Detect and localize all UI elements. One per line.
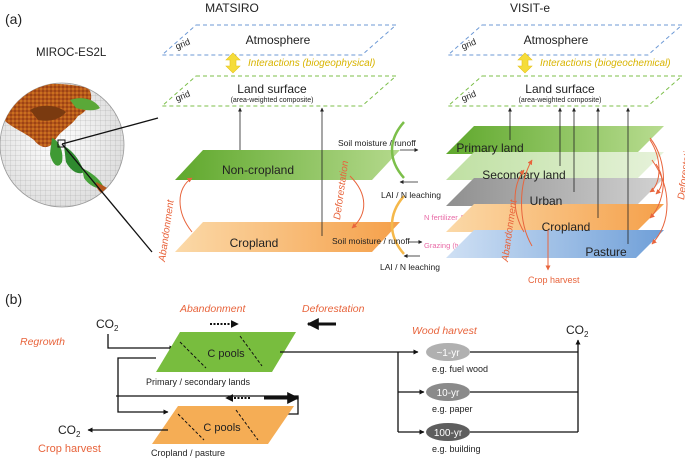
co2-top-left: CO2 (96, 317, 119, 333)
matsiro-grid-label-top: grid (174, 37, 192, 52)
pool-100yr-example: e.g. building (432, 444, 481, 454)
wood-harvest-label: Wood harvest (412, 325, 478, 337)
co2-crop-harvest: CO2 (58, 423, 81, 439)
visit-land-surface-label: Land surface (525, 82, 595, 96)
visit-interaction-arrow (517, 52, 533, 74)
pool-10yr: 10-yr (426, 383, 470, 401)
b-crop-harvest-label: Crop harvest (38, 443, 101, 455)
matsiro-noncropland-label: Non-cropland (222, 163, 294, 177)
regrowth-label: Regrowth (20, 336, 65, 348)
cropland-pasture-label: Cropland / pasture (151, 448, 225, 458)
visit-atmosphere-layer (446, 24, 684, 56)
pool-1yr: ~1-yr (426, 343, 470, 361)
visit-cropland-label: Cropland (542, 220, 591, 234)
n-fertilizer-label: N fertilizer & legume (424, 213, 492, 222)
co2-right: CO2 (566, 323, 589, 339)
primary-secondary-label: Primary / secondary lands (146, 377, 251, 387)
visit-primary-label: Primary land (456, 141, 523, 155)
visit-title: VISIT-e (510, 1, 550, 15)
pool-100yr-shape (426, 423, 470, 441)
pool-100yr-label: 100-yr (434, 428, 463, 439)
visit-pasture-label: Pasture (585, 245, 627, 259)
matsiro-noncropland-plane (175, 150, 400, 180)
soil-runoff-bottom: Soil moisture / runoff (332, 236, 410, 246)
globe-label: MIROC-ES2L (36, 47, 107, 59)
matsiro-atmosphere-layer (160, 24, 398, 56)
visit-crop-harvest-label: Crop harvest (528, 275, 580, 285)
grazing-label: Grazing (turnover) (424, 241, 485, 250)
lai-bottom: LAI / N leaching (380, 262, 440, 272)
matsiro-abandonment-label: Abandonment (157, 198, 177, 263)
matsiro-interaction-arrow (225, 52, 241, 74)
matsiro-cropland-plane (175, 222, 400, 252)
b-top-cpools-plane (156, 332, 296, 372)
visit-cropland-plane (446, 204, 664, 232)
visit-pasture-plane (446, 230, 664, 258)
lai-top: LAI / N leaching (381, 190, 441, 200)
visit-primary-plane (446, 126, 664, 154)
visit-land-surface-layer (446, 75, 684, 107)
pool-1yr-shape (426, 343, 470, 361)
pool-10yr-shape (426, 383, 470, 401)
matsiro-cropland-label: Cropland (230, 236, 279, 250)
visit-atmosphere-label: Atmosphere (524, 33, 589, 47)
visit-urban-label: Urban (530, 194, 563, 208)
visit-interactions-label: Interactions (biogeochemical) (540, 58, 671, 69)
b-bottom-cpools-plane (152, 406, 294, 444)
pool-10yr-label: 10-yr (437, 388, 460, 399)
panel-b-tag: (b) (5, 291, 22, 307)
matsiro-interactions-label: Interactions (biogeophysical) (248, 58, 375, 69)
visit-land-surface-sub: (area-weighted composite) (519, 97, 602, 104)
panel-a-tag: (a) (5, 11, 22, 27)
visit-urban-plane (446, 178, 664, 206)
matsiro-atmosphere-label: Atmosphere (246, 33, 311, 47)
matsiro-title: MATSIRO (205, 1, 259, 15)
visit-grid-label-top: grid (460, 37, 478, 52)
pool-1yr-example: e.g. fuel wood (432, 364, 488, 374)
matsiro-land-surface-label: Land surface (237, 82, 307, 96)
visit-deforestation-label: Deforestation (676, 140, 685, 201)
matsiro-land-surface-sub: (area-weighted composite) (231, 97, 314, 104)
soil-runoff-top: Soil moisture / runoff (338, 138, 416, 148)
matsiro-grid-label-bottom: grid (174, 89, 192, 104)
visit-secondary-plane (446, 152, 664, 180)
b-bottom-cpools-label: C pools (203, 422, 241, 434)
b-abandonment-label: Abandonment (179, 303, 246, 315)
pool-10yr-example: e.g. paper (432, 404, 473, 414)
visit-grid-label-bottom: grid (460, 89, 478, 104)
b-top-cpools-label: C pools (207, 348, 245, 360)
matsiro-land-surface-layer (160, 75, 398, 107)
pool-1yr-label: ~1-yr (436, 348, 460, 359)
b-deforestation-label: Deforestation (302, 303, 365, 315)
pool-100yr: 100-yr (426, 423, 470, 441)
